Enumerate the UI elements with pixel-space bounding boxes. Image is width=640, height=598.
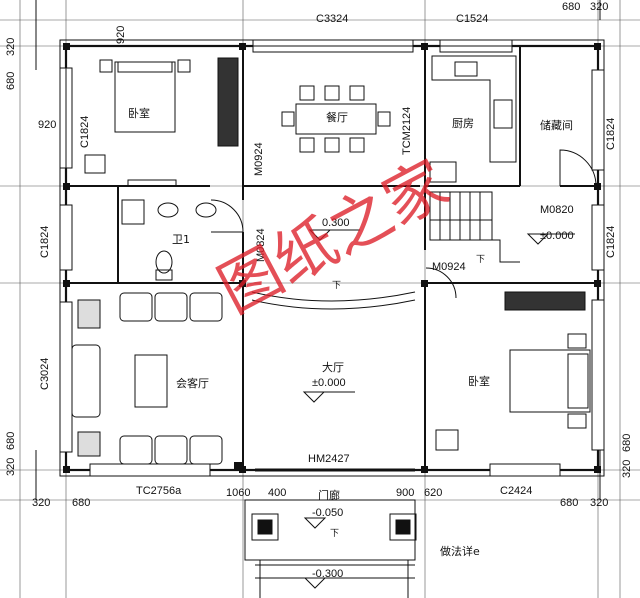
detail-ref-label: 做法详e [440, 545, 480, 558]
dim-bottom-left-c: 320 [32, 497, 51, 509]
dim-bottom-left-a: 320 [5, 457, 17, 476]
dim-bottom-mid-a: 1060 [226, 487, 251, 499]
room-label-bathroom: 卫1 [172, 233, 190, 246]
label-bath-door: M0824 [255, 228, 267, 262]
dim-bottom-right-d: 680 [621, 433, 633, 452]
bed-se [435, 291, 591, 451]
room-label-bedroom-nw: 卧室 [128, 107, 150, 120]
dim-bottom-left-b: 680 [5, 431, 17, 450]
down-arrow-label-2: 下 [476, 255, 486, 265]
dim-top-right-a: 680 [562, 1, 581, 13]
porch [244, 499, 417, 598]
dining-table [281, 85, 391, 153]
kitchen-counters [429, 55, 517, 183]
down-arrow-label-3: 下 [330, 529, 340, 539]
dim-left-c: 920 [38, 119, 57, 131]
dim-top-left-b: 680 [5, 71, 17, 90]
label-living-bay: TC2756a [136, 485, 182, 497]
label-kitchen-door: TCM2124 [401, 106, 413, 155]
dim-bottom-right-b: 320 [590, 497, 609, 509]
label-left-window-bedroom: C1824 [79, 115, 91, 148]
level-step-bottom: -0.300 [312, 568, 344, 580]
room-label-storage: 储藏间 [540, 119, 573, 132]
label-top-window-mid: C3324 [316, 13, 349, 25]
room-label-hall: 大厅 [322, 361, 344, 374]
dim-bottom-left-d: 680 [72, 497, 91, 509]
room-label-kitchen: 厨房 [452, 117, 474, 130]
window-lines [59, 39, 605, 477]
dimension-ticks [35, 0, 601, 500]
label-left-window-living: C3024 [39, 357, 51, 390]
dim-bottom-right-c: 320 [621, 459, 633, 478]
level-stair-floor: ±0.000 [540, 230, 574, 242]
label-right-window-storage: C1824 [605, 117, 617, 150]
down-arrow-label-1: 下 [332, 281, 342, 291]
structural-columns [63, 43, 601, 473]
bed-nw [84, 57, 239, 187]
hall-arch [251, 291, 416, 472]
staircase [425, 191, 520, 299]
level-stair-landing: 0.300 [322, 217, 350, 229]
room-label-dining: 餐厅 [326, 111, 348, 124]
storage-door-swing [559, 149, 597, 187]
dim-bottom-mid-c: 900 [396, 487, 415, 499]
level-porch: -0.050 [312, 507, 344, 519]
label-main-door: HM2427 [308, 453, 350, 465]
label-storage-door: M0820 [540, 204, 574, 216]
label-top-window-kitchen: C1524 [456, 13, 489, 25]
dim-top-left-a: 320 [5, 37, 17, 56]
label-bedroom-door: M0924 [253, 142, 265, 176]
label-left-window-bath: C1824 [39, 225, 51, 258]
living-sofas [71, 292, 223, 465]
level-hall: ±0.000 [312, 377, 346, 389]
dim-bottom-right-a: 680 [560, 497, 579, 509]
dim-top-left-c: 920 [115, 25, 127, 44]
room-label-living: 会客厅 [176, 377, 209, 390]
dim-top-right-b: 320 [590, 1, 609, 13]
label-right-window-stair: C1824 [605, 225, 617, 258]
dim-bottom-mid-d: 620 [424, 487, 443, 499]
porch-label: 门廊 [318, 489, 340, 502]
dim-bottom-mid-b: 400 [268, 487, 287, 499]
label-stair-door: M0924 [432, 261, 466, 273]
level-markers [302, 229, 575, 589]
room-label-bedroom-se: 卧室 [468, 375, 490, 388]
bathroom-fixtures [121, 199, 244, 281]
label-bedroom-window-se: C2424 [500, 485, 533, 497]
